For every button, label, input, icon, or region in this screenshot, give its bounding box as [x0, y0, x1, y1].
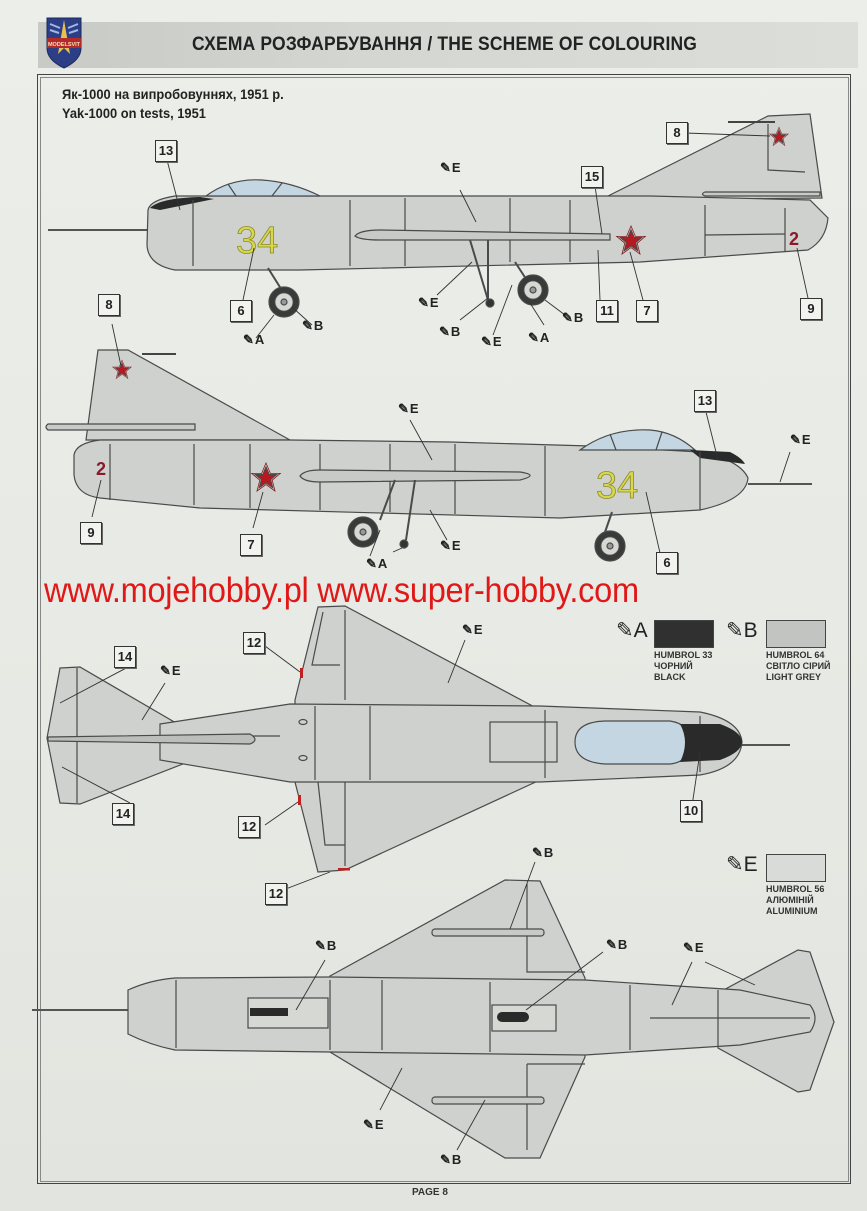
callout-6-right: 6 [656, 552, 678, 574]
callout-6: 6 [230, 300, 252, 322]
color-swatch-aluminium [766, 854, 826, 882]
brush-icon: ✎ [243, 332, 254, 347]
subtitle-ukrainian: Як-1000 на випробовуннях, 1951 р. [62, 86, 284, 102]
brush-icon: ✎ [532, 845, 543, 860]
paint-label-e: ✎E [790, 432, 811, 447]
top-view [46, 605, 790, 891]
paint-label-e: ✎E [363, 1117, 384, 1132]
paint-label-e: ✎E [481, 334, 502, 349]
svg-text:MODELSVIT: MODELSVIT [48, 42, 81, 48]
brush-icon: ✎ [398, 401, 409, 416]
subtitle-english: Yak-1000 on tests, 1951 [62, 105, 206, 121]
callout-10: 10 [680, 800, 702, 822]
brush-icon: ✎ [616, 619, 634, 642]
brush-icon: ✎ [790, 432, 801, 447]
brush-icon: ✎ [528, 330, 539, 345]
content-frame-inner [40, 77, 849, 1182]
paint-label-e: ✎E [683, 940, 704, 955]
paint-label-e: ✎E [440, 538, 461, 553]
page-title: СХЕМА РОЗФАРБУВАННЯ / THE SCHEME OF COLO… [192, 34, 698, 55]
paint-label-e: ✎E [160, 663, 181, 678]
paint-label-e: ✎E [418, 295, 439, 310]
brush-icon: ✎ [440, 1152, 451, 1167]
brush-icon: ✎ [726, 619, 744, 642]
side-view-right: 34 2 [45, 323, 812, 562]
callout-12-low: 12 [265, 883, 287, 905]
svg-text:2: 2 [789, 229, 799, 249]
callout-14-top: 14 [114, 646, 136, 668]
callout-14-bottom: 14 [112, 803, 134, 825]
paint-label-b: ✎B [606, 937, 628, 952]
brush-icon: ✎ [366, 556, 377, 571]
brush-icon: ✎ [302, 318, 313, 333]
legend-letter: ✎B [726, 619, 758, 642]
svg-text:34: 34 [236, 220, 278, 262]
header-band [38, 22, 858, 68]
paint-label-a: ✎A [366, 556, 388, 571]
legend-letter: ✎E [726, 853, 758, 876]
brush-icon: ✎ [726, 853, 744, 876]
color-swatch-black [654, 620, 714, 648]
paint-label-a: ✎A [528, 330, 550, 345]
brush-icon: ✎ [606, 937, 617, 952]
callout-9-right: 9 [80, 522, 102, 544]
modelsvit-logo: MODELSVIT [46, 17, 82, 69]
paint-label-b: ✎B [302, 318, 324, 333]
paint-label-e: ✎E [398, 401, 419, 416]
watermark-text: www.mojehobby.pl www.super-hobby.com [44, 571, 639, 610]
paint-label-e: ✎E [462, 622, 483, 637]
bottom-view [32, 861, 835, 1159]
side-view-left: 34 2 [48, 113, 829, 339]
paint-label-b: ✎B [315, 938, 337, 953]
callout-11: 11 [596, 300, 618, 322]
svg-text:2: 2 [96, 459, 106, 479]
legend-letter: ✎A [616, 619, 648, 642]
brush-icon: ✎ [462, 622, 473, 637]
page-number: PAGE 8 [412, 1187, 448, 1198]
callout-13-right: 13 [694, 390, 716, 412]
callout-9: 9 [800, 298, 822, 320]
paint-label-e: ✎E [440, 160, 461, 175]
brush-icon: ✎ [160, 663, 171, 678]
brush-icon: ✎ [440, 160, 451, 175]
paint-label-b: ✎B [562, 310, 584, 325]
brush-icon: ✎ [363, 1117, 374, 1132]
color-swatch-light-grey [766, 620, 826, 648]
callout-8: 8 [666, 122, 688, 144]
paint-label-b: ✎B [532, 845, 554, 860]
callout-7-right: 7 [240, 534, 262, 556]
svg-text:34: 34 [596, 465, 638, 507]
paint-label-a: ✎A [243, 332, 265, 347]
brush-icon: ✎ [440, 538, 451, 553]
brush-icon: ✎ [439, 324, 450, 339]
paint-label-b: ✎B [439, 324, 461, 339]
callout-12-mid: 12 [238, 816, 260, 838]
callout-15: 15 [581, 166, 603, 188]
brush-icon: ✎ [562, 310, 573, 325]
brush-icon: ✎ [315, 938, 326, 953]
callout-13: 13 [155, 140, 177, 162]
brush-icon: ✎ [683, 940, 694, 955]
paint-label-b: ✎B [440, 1152, 462, 1167]
callout-12-top: 12 [243, 632, 265, 654]
callout-8-right: 8 [98, 294, 120, 316]
brush-icon: ✎ [481, 334, 492, 349]
brush-icon: ✎ [418, 295, 429, 310]
callout-7: 7 [636, 300, 658, 322]
content-frame [37, 74, 851, 1184]
